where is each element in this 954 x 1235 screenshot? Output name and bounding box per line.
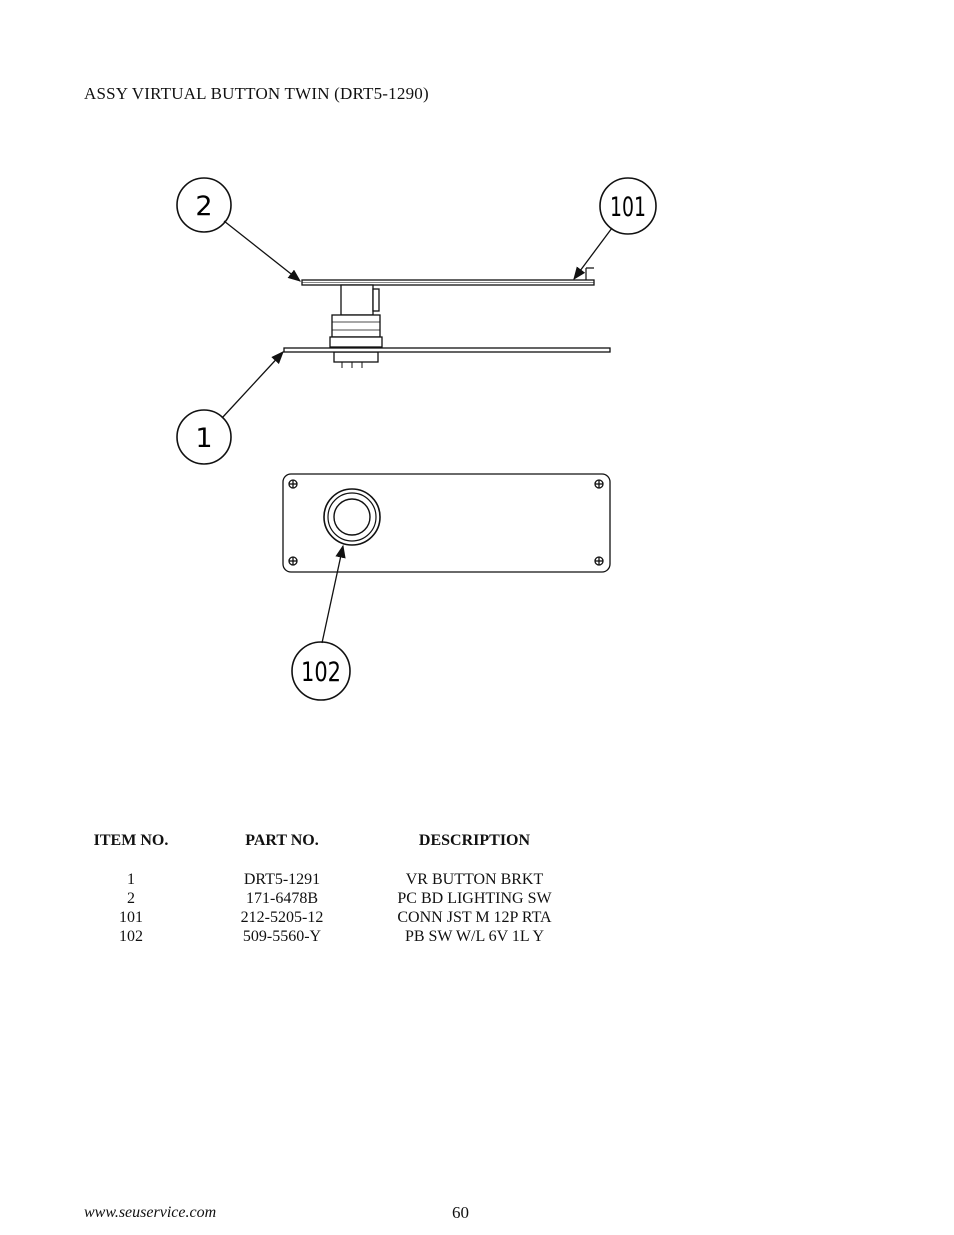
table-row: 101 212-5205-12 CONN JST M 12P RTA <box>60 908 587 927</box>
cell-part: DRT5-1291 <box>243 871 321 888</box>
cell-item: 2 <box>127 890 135 907</box>
cell-part: 212-5205-12 <box>240 909 324 926</box>
mounting-screw-bottom-right <box>594 556 604 566</box>
table-row: 2 171-6478B PC BD LIGHTING SW <box>60 889 587 908</box>
callout-1-label: 1 <box>195 423 212 454</box>
cell-description: PB SW W/L 6V 1L Y <box>404 928 545 945</box>
bracket-side-view <box>283 347 611 353</box>
leader-line-1 <box>221 351 284 419</box>
footer-url[interactable]: www.seuservice.com <box>84 1204 217 1221</box>
push-button-side-view <box>329 284 383 368</box>
bracket-front-view <box>282 473 611 573</box>
cell-item: 102 <box>119 928 143 945</box>
callout-2-label: 2 <box>195 191 212 222</box>
leader-line-2 <box>223 220 302 282</box>
callout-102: 102 <box>291 641 351 701</box>
cell-description: VR BUTTON BRKT <box>405 871 544 888</box>
callout-102-label: 102 <box>301 657 341 688</box>
header-part-no: PART NO. <box>245 832 319 849</box>
mounting-screw-top-right <box>594 479 604 489</box>
page-title: ASSY VIRTUAL BUTTON TWIN (DRT5-1290) <box>84 84 429 103</box>
table-row: 102 509-5560-Y PB SW W/L 6V 1L Y <box>60 927 587 946</box>
leader-line-102 <box>321 544 346 644</box>
header-item-no: ITEM NO. <box>93 832 169 849</box>
cell-part: 509-5560-Y <box>242 928 322 945</box>
cell-item: 1 <box>127 871 135 888</box>
cell-description: PC BD LIGHTING SW <box>397 890 552 907</box>
pc-board-side-view <box>301 267 595 286</box>
callout-101: 101 <box>599 177 657 235</box>
cell-part: 171-6478B <box>246 890 318 907</box>
table-row: 1 DRT5-1291 VR BUTTON BRKT <box>60 870 587 889</box>
callout-1: 1 <box>176 409 232 465</box>
cell-item: 101 <box>119 909 143 926</box>
parts-table: ITEM NO. PART NO. DESCRIPTION 1 DRT5-129… <box>60 832 587 946</box>
callout-101-label: 101 <box>610 192 646 223</box>
push-button-front-view <box>323 488 381 546</box>
page-number: 60 <box>452 1203 469 1222</box>
cell-description: CONN JST M 12P RTA <box>397 909 552 926</box>
assembly-diagram: 2 101 1 <box>176 177 657 701</box>
leader-line-101 <box>573 227 613 281</box>
mounting-screw-bottom-left <box>288 556 298 566</box>
header-description: DESCRIPTION <box>418 832 531 849</box>
mounting-screw-top-left <box>288 479 298 489</box>
table-header-row: ITEM NO. PART NO. DESCRIPTION <box>60 832 587 870</box>
callout-2: 2 <box>176 177 232 233</box>
